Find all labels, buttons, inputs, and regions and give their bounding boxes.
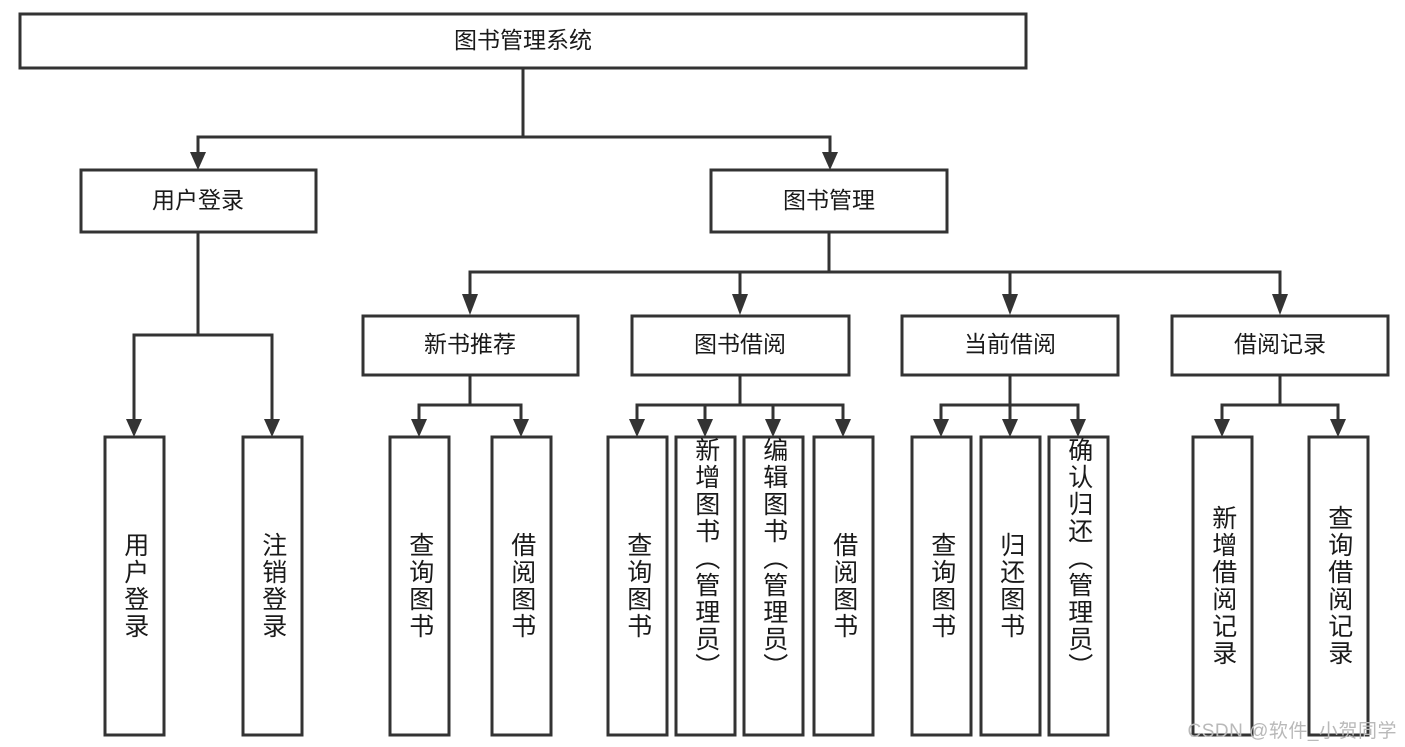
- leaf-query-book-1-box[interactable]: [388, 435, 451, 737]
- leaf-query-book-3-box[interactable]: [910, 435, 973, 737]
- node-new-book-recommend-label: 新书推荐: [424, 331, 516, 357]
- arrow-leaf-query-book-1: [411, 419, 427, 437]
- leaf-logout-login-box[interactable]: [241, 435, 304, 737]
- leaf-confirm-return-box[interactable]: [1047, 435, 1110, 737]
- leaf-add-book-box[interactable]: [674, 435, 737, 737]
- node-book-borrow[interactable]: 图书借阅: [630, 314, 851, 377]
- arrow-book-borrow: [732, 294, 748, 315]
- leaf-borrow-book-1-box[interactable]: [490, 435, 553, 737]
- arrow-current-borrow: [1002, 294, 1018, 315]
- arrow-leaf-confirm-return: [1070, 419, 1086, 437]
- arrow-leaf-borrow-book-2: [835, 419, 851, 437]
- node-book-borrow-label: 图书借阅: [694, 331, 786, 357]
- node-borrow-record-box[interactable]: [1170, 314, 1390, 377]
- arrow-leaf-return-book: [1002, 419, 1018, 437]
- nodes-group: 图书管理系统 用户登录 图书管理 新书推荐 图书借阅: [18, 12, 1390, 737]
- node-user-login-label: 用户登录: [152, 187, 244, 213]
- arrow-leaf-query-book-3: [933, 419, 949, 437]
- node-root-label: 图书管理系统: [454, 27, 592, 53]
- node-book-management[interactable]: 图书管理: [709, 168, 949, 234]
- arrow-leaf-add-record: [1214, 419, 1230, 437]
- leaf-user-login-box[interactable]: [103, 435, 166, 737]
- node-current-borrow-box[interactable]: [900, 314, 1120, 377]
- arrow-leaf-query-record: [1330, 419, 1346, 437]
- edges-group: [126, 66, 1346, 437]
- arrow-leaf-edit-book: [765, 419, 781, 437]
- node-current-borrow[interactable]: 当前借阅: [900, 314, 1120, 377]
- node-book-management-box[interactable]: [709, 168, 949, 234]
- node-new-book-recommend[interactable]: 新书推荐: [361, 314, 580, 377]
- node-book-borrow-box[interactable]: [630, 314, 851, 377]
- arrow-leaf-borrow-book-1: [513, 419, 529, 437]
- leaf-query-book-2-box[interactable]: [606, 435, 669, 737]
- arrow-leaf-query-book-2: [629, 419, 645, 437]
- node-user-login-box[interactable]: [79, 168, 318, 234]
- arrow-new-book-recommend: [462, 294, 478, 315]
- node-book-management-label: 图书管理: [783, 187, 875, 213]
- leaf-add-record-box[interactable]: [1191, 435, 1254, 737]
- node-borrow-record-label: 借阅记录: [1234, 331, 1326, 357]
- node-borrow-record[interactable]: 借阅记录: [1170, 314, 1390, 377]
- node-current-borrow-label: 当前借阅: [964, 331, 1056, 357]
- arrow-book-management: [822, 152, 838, 170]
- node-user-login[interactable]: 用户登录: [79, 168, 318, 234]
- node-root[interactable]: 图书管理系统: [18, 12, 1028, 70]
- leaf-return-book-box[interactable]: [979, 435, 1042, 737]
- arrow-leaf-add-book: [697, 419, 713, 437]
- leaf-edit-book-box[interactable]: [742, 435, 805, 737]
- leaf-borrow-book-2-box[interactable]: [812, 435, 875, 737]
- watermark-text: CSDN @软件_小贺同学: [1187, 721, 1397, 742]
- arrow-leaf-user-login: [126, 419, 142, 437]
- arrow-leaf-logout-login: [264, 419, 280, 437]
- leaf-query-record-box[interactable]: [1307, 435, 1370, 737]
- node-new-book-recommend-box[interactable]: [361, 314, 580, 377]
- arrow-user-login: [190, 152, 206, 170]
- node-root-box[interactable]: [18, 12, 1028, 70]
- arrow-borrow-record: [1272, 294, 1288, 315]
